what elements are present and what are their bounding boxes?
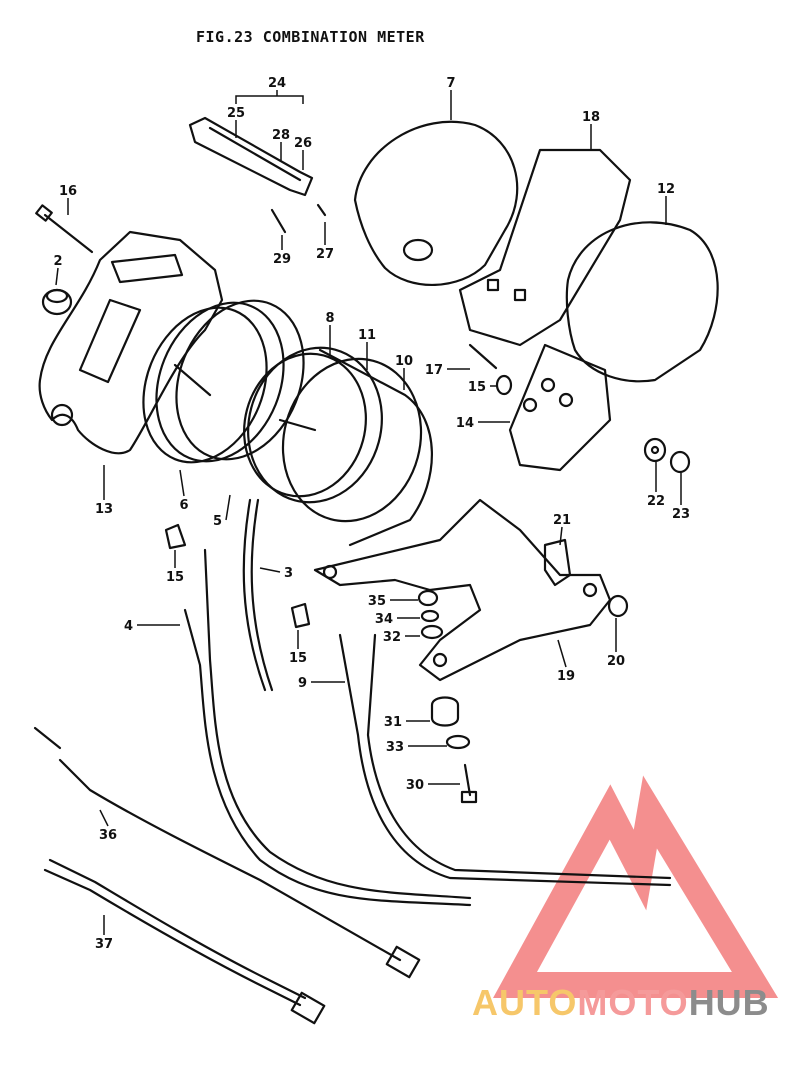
part-16-screw (35, 204, 94, 254)
part-24-indicator-assembly (188, 116, 314, 197)
part-15-bulb-upper (495, 374, 513, 396)
callout-label-19: 19 (557, 669, 575, 684)
callout-leader-36 (99, 809, 109, 827)
callout-leader-19 (557, 639, 567, 668)
callout-label-21: 21 (553, 513, 571, 528)
part-14-socket-strip (508, 343, 612, 472)
part-17-screw (468, 343, 498, 370)
brand-part-auto: AUTO (472, 982, 578, 1023)
part-35-grommet (417, 589, 439, 607)
part-36-speedometer-cable (33, 726, 421, 979)
callout-label-33: 33 (386, 740, 404, 755)
part-21-clip (543, 538, 572, 587)
callout-label-32: 32 (383, 630, 401, 645)
callout-label-24: 24 (268, 76, 286, 91)
callout-label-9: 9 (298, 676, 307, 691)
part-37-tachometer-cable (43, 858, 326, 1025)
part-34-washer (420, 609, 440, 623)
callout-label-15: 15 (468, 380, 486, 395)
callout-label-36: 36 (99, 828, 117, 843)
brand-wordmark: AUTOMOTOHUB (472, 982, 770, 1024)
callout-label-3: 3 (284, 566, 293, 581)
callout-label-22: 22 (647, 494, 665, 509)
part-22-washer (643, 437, 667, 463)
part-15-bulb-left (164, 523, 187, 550)
callout-label-5: 5 (213, 514, 222, 529)
part-13-bezel (38, 230, 224, 455)
callout-leader-6 (179, 469, 185, 497)
part-4-socket-harness (183, 548, 472, 907)
callout-label-16: 16 (59, 184, 77, 199)
part-18-bracket (458, 148, 632, 347)
callout-label-15: 15 (166, 570, 184, 585)
part-27-screw (316, 203, 327, 217)
callout-label-34: 34 (375, 612, 393, 627)
callout-label-11: 11 (358, 328, 376, 343)
callout-label-4: 4 (124, 619, 133, 634)
callout-label-6: 6 (179, 498, 188, 513)
callout-label-30: 30 (406, 778, 424, 793)
part-10-case (281, 348, 433, 547)
part-32-washer (420, 624, 444, 640)
callout-label-13: 13 (95, 502, 113, 517)
part-15-bulb-middle (290, 602, 311, 629)
part-23-nut (669, 450, 691, 474)
part-12-cover (565, 221, 719, 383)
brand-logo (493, 775, 779, 998)
callout-label-28: 28 (272, 128, 290, 143)
callout-leader-5 (225, 494, 231, 521)
callout-label-27: 27 (316, 247, 334, 262)
part-19-bracket (313, 498, 612, 682)
callout-label-10: 10 (395, 354, 413, 369)
callout-label-15: 15 (289, 651, 307, 666)
callout-label-20: 20 (607, 654, 625, 669)
part-7-cover (353, 120, 519, 286)
callout-label-23: 23 (672, 507, 690, 522)
callout-label-7: 7 (446, 76, 455, 91)
callout-label-12: 12 (657, 182, 675, 197)
callout-label-8: 8 (325, 311, 334, 326)
callout-label-29: 29 (273, 252, 291, 267)
callout-leader-2 (55, 267, 59, 286)
callout-label-35: 35 (368, 594, 386, 609)
part-31-cushion (430, 696, 460, 727)
callout-bracket-24 (235, 95, 304, 104)
part-30-bolt (460, 763, 478, 804)
part-6-tachometer (142, 299, 305, 464)
callout-label-17: 17 (425, 363, 443, 378)
callout-label-37: 37 (95, 937, 113, 952)
callout-leader-3 (259, 567, 281, 573)
callout-label-31: 31 (384, 715, 402, 730)
figure-title: FIG.23 COMBINATION METER (196, 28, 425, 46)
callout-label-2: 2 (53, 254, 62, 269)
part-33-washer (445, 734, 471, 750)
callout-label-26: 26 (294, 136, 312, 151)
brand-part-hub: HUB (688, 982, 770, 1023)
callout-label-18: 18 (582, 110, 600, 125)
callout-label-25: 25 (227, 106, 245, 121)
callout-leader-21 (559, 526, 563, 546)
part-9-socket-harness (338, 633, 672, 887)
part-3-wire (242, 498, 274, 692)
callout-label-14: 14 (456, 416, 474, 431)
part-29-screw (270, 208, 287, 234)
brand-part-moto: MOTO (577, 982, 689, 1023)
part-20-washer (607, 594, 629, 618)
part-2-grommet (41, 288, 73, 316)
